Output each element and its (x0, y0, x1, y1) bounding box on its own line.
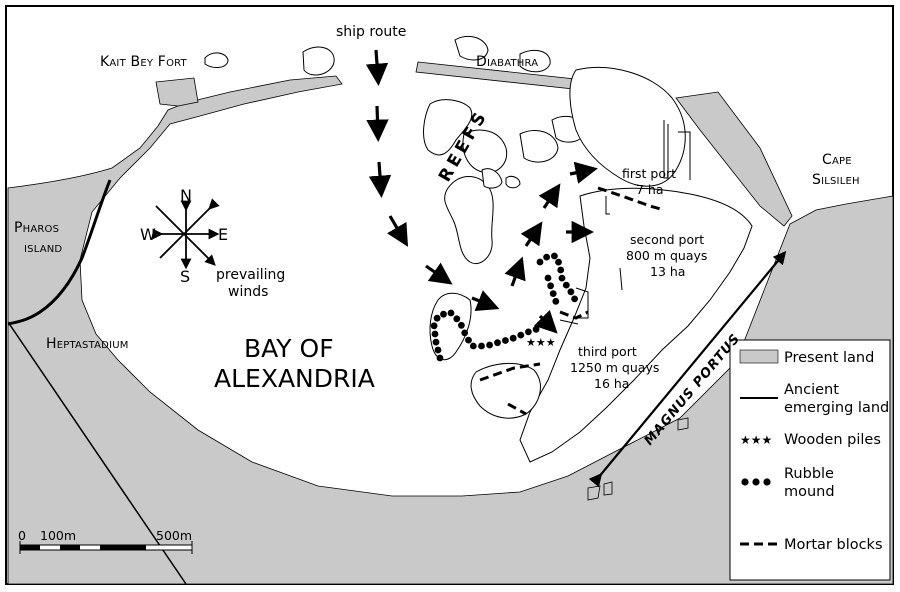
rubble-dot (447, 309, 455, 317)
label-prevailing: prevailing (216, 267, 285, 283)
label-diabathra: Diabathra (476, 54, 538, 70)
label-third-port-2: 1250 m quays (570, 360, 659, 375)
rubble-dot (552, 297, 560, 305)
compass-n: N (180, 186, 192, 205)
rubble-dot (509, 334, 517, 342)
rubble-dot (434, 346, 442, 354)
label-silsileh: Silsileh (812, 172, 860, 188)
scale-zero: 0 (18, 528, 26, 543)
legend-swatch-present-land (739, 349, 779, 364)
rubble-dot (432, 338, 440, 346)
legend-swatch-rubble (741, 478, 771, 486)
scale-end: 500m (156, 528, 192, 543)
label-kait-bey-fort: Kait Bey Fort (100, 54, 188, 70)
compass-rose (152, 198, 220, 270)
rubble-dot (517, 331, 525, 339)
label-third-port-1: third port (578, 344, 637, 359)
compass-w: W (140, 225, 156, 244)
legend-ancient-1: Ancient (784, 382, 839, 398)
rubble-dot (525, 328, 532, 336)
legend-swatch-stars: ★★★ (740, 433, 772, 447)
compass-s: S (180, 267, 190, 286)
label-cape: Cape (822, 152, 852, 168)
rubble-dot (567, 288, 575, 296)
rubble-dot (551, 252, 558, 260)
label-heptastadium: Heptastadium (46, 336, 129, 352)
rubble-dot (440, 310, 447, 318)
ancient-boundaries (7, 179, 187, 585)
label-bay-of: BAY OF (244, 334, 334, 363)
label-third-port-3: 16 ha (594, 376, 629, 391)
mortar-blocks (479, 186, 665, 416)
rubble-dot (453, 315, 461, 323)
label-second-port-2: 800 m quays (626, 248, 707, 263)
legend-ancient-2: emerging land (784, 400, 889, 416)
legend-rubble-2: mound (784, 484, 835, 500)
rubble-dot (431, 330, 439, 338)
legend: Present land Ancient emerging land ★★★ W… (729, 339, 891, 581)
rubble-dot (536, 258, 544, 266)
scale-mid: 100m (40, 528, 76, 543)
label-ship-route: ship route (336, 24, 406, 40)
rubble-dot (469, 342, 477, 350)
rubble-dot (436, 354, 444, 362)
rubble-dot (465, 336, 472, 344)
rubble-dot (544, 274, 552, 282)
rubble-dot (547, 282, 554, 290)
label-first-port-2: 7 ha (636, 182, 664, 197)
rubble-dot (502, 337, 509, 344)
rubble-dot (555, 258, 562, 266)
rubble-dot (458, 321, 465, 329)
rubble-dot (557, 266, 565, 274)
scale-bar: 0 100m 500m (18, 528, 193, 554)
rubble-dot (461, 329, 469, 337)
label-first-port-1: first port (622, 166, 676, 181)
rubble-dot (558, 274, 566, 282)
rubble-dot (543, 253, 550, 261)
label-alexandria: ALEXANDRIA (214, 364, 375, 393)
ship-route-arrows (365, 49, 598, 334)
rubble-dot (532, 325, 540, 333)
label-pharos: Pharos (14, 220, 59, 236)
label-second-port-3: 13 ha (650, 264, 685, 279)
compass-letters: N S E W (140, 186, 228, 286)
compass-e: E (218, 225, 228, 244)
rubble-dot (571, 295, 578, 303)
rubble-dot (494, 339, 501, 347)
wooden-piles-map-stars: ★★★ (526, 336, 556, 349)
legend-rubble-1: Rubble (784, 466, 834, 482)
rubble-dot (430, 322, 438, 330)
label-winds: winds (228, 284, 268, 300)
rubble-dot (562, 281, 570, 289)
rubble-dot (433, 314, 441, 322)
legend-present-land: Present land (784, 350, 874, 366)
legend-mortar-blocks: Mortar blocks (784, 537, 883, 553)
rubble-dot (486, 341, 493, 349)
legend-wooden-piles: Wooden piles (784, 432, 881, 448)
label-second-port-1: second port (630, 232, 704, 247)
rubble-dot (549, 290, 557, 297)
rubble-dot (478, 342, 485, 350)
label-island: island (24, 240, 62, 256)
reefs-and-islands (204, 35, 686, 264)
magnus-portus-arrow (588, 250, 787, 488)
